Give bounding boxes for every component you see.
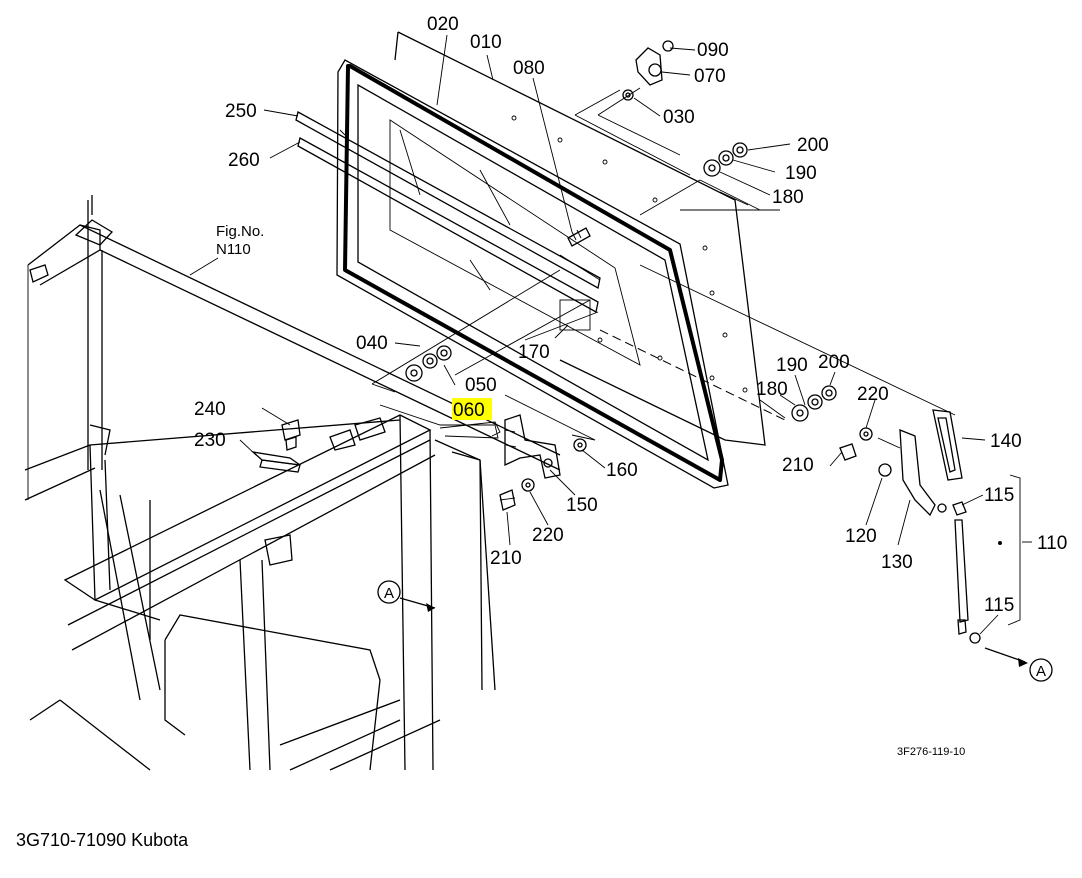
part-label-115-upper[interactable]: 115 bbox=[984, 485, 1014, 506]
part-label-110[interactable]: 110 bbox=[1037, 533, 1067, 554]
view-arrows bbox=[399, 597, 1028, 667]
part-label-200-upper[interactable]: 200 bbox=[797, 135, 829, 156]
nuts-lower bbox=[639, 264, 956, 422]
fig-ref-line2[interactable]: N110 bbox=[216, 241, 251, 258]
part-label-210-right[interactable]: 210 bbox=[782, 455, 814, 476]
part-label-230[interactable]: 230 bbox=[194, 430, 226, 451]
part-label-170[interactable]: 170 bbox=[518, 342, 550, 363]
drawing-code: 3F276-119-10 bbox=[897, 746, 965, 758]
part-label-050[interactable]: 050 bbox=[465, 375, 497, 396]
part-label-140[interactable]: 140 bbox=[990, 431, 1022, 452]
part-label-260[interactable]: 260 bbox=[228, 150, 260, 171]
part-number-caption: 3G710-71090 Kubota bbox=[16, 830, 189, 850]
part-label-220-upper[interactable]: 220 bbox=[857, 384, 889, 405]
view-marker-label: A bbox=[384, 585, 394, 602]
part-label-250[interactable]: 250 bbox=[225, 101, 257, 122]
part-label-040[interactable]: 040 bbox=[356, 333, 388, 354]
highlight-060 bbox=[452, 398, 492, 420]
fig-reference: Fig.No. N110 bbox=[216, 223, 264, 258]
clip-parts bbox=[250, 419, 301, 473]
hinge-bracket bbox=[439, 394, 596, 479]
bolt-center bbox=[499, 478, 535, 511]
strut-bracket bbox=[839, 409, 963, 517]
part-label-080[interactable]: 080 bbox=[513, 58, 545, 79]
glass-panel bbox=[394, 31, 766, 446]
cab-frame bbox=[24, 195, 561, 771]
part-label-180-upper[interactable]: 180 bbox=[772, 187, 804, 208]
window-frame bbox=[336, 59, 729, 489]
part-label-190-lower[interactable]: 190 bbox=[776, 355, 808, 376]
part-label-060[interactable]: 060 bbox=[453, 400, 485, 421]
part-label-210-lower[interactable]: 210 bbox=[490, 548, 522, 569]
part-label-220-lower[interactable]: 220 bbox=[532, 525, 564, 546]
part-label-130[interactable]: 130 bbox=[881, 552, 913, 573]
part-label-120[interactable]: 120 bbox=[845, 526, 877, 547]
view-marker-label: A bbox=[1036, 663, 1046, 680]
leader-lines bbox=[189, 34, 1032, 635]
hinge-bolt bbox=[559, 227, 591, 331]
part-label-115-lower[interactable]: 115 bbox=[984, 595, 1014, 616]
part-label-020[interactable]: 020 bbox=[427, 14, 459, 35]
view-marker-a-right: A bbox=[1029, 658, 1053, 682]
part-label-010[interactable]: 010 bbox=[470, 32, 502, 53]
part-label-160[interactable]: 160 bbox=[606, 460, 638, 481]
rails bbox=[295, 111, 601, 314]
part-label-090[interactable]: 090 bbox=[697, 40, 729, 61]
part-label-200-lower[interactable]: 200 bbox=[818, 352, 850, 373]
part-label-070[interactable]: 070 bbox=[694, 66, 726, 87]
part-labels: 020 010 080 090 070 030 250 260 200 190 … bbox=[194, 14, 1067, 616]
part-label-180-lower[interactable]: 180 bbox=[756, 379, 788, 400]
gas-strut bbox=[937, 474, 1021, 644]
part-label-190-upper[interactable]: 190 bbox=[785, 163, 817, 184]
part-label-030[interactable]: 030 bbox=[663, 107, 695, 128]
nuts-upper bbox=[639, 142, 780, 216]
part-label-240[interactable]: 240 bbox=[194, 399, 226, 420]
part-label-150[interactable]: 150 bbox=[566, 495, 598, 516]
nuts-040-050 bbox=[371, 269, 786, 421]
fig-ref-line1[interactable]: Fig.No. bbox=[216, 223, 264, 240]
view-marker-a-left: A bbox=[377, 580, 401, 604]
latch-assembly bbox=[574, 40, 691, 176]
